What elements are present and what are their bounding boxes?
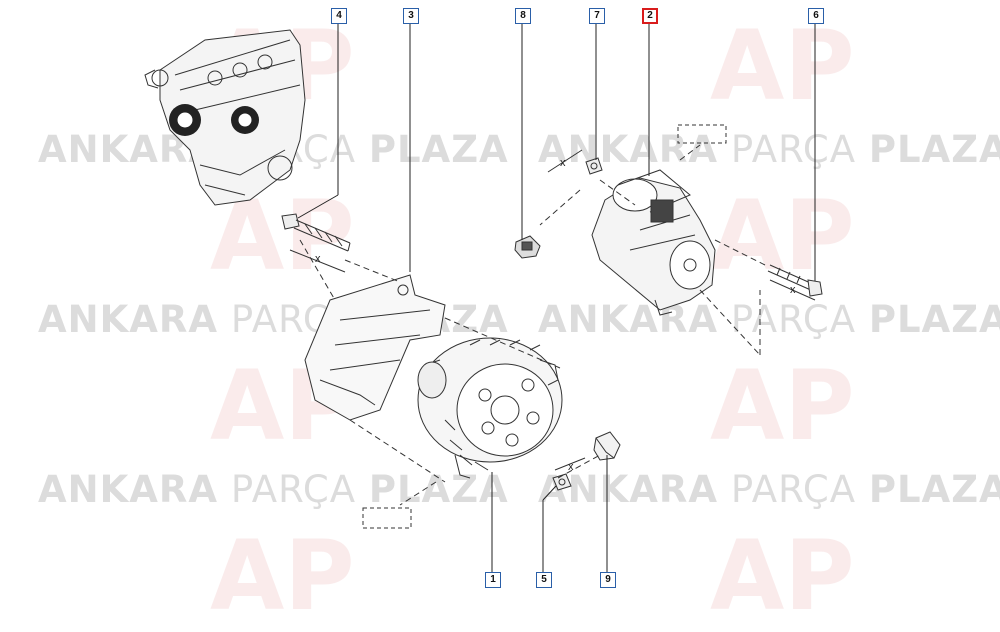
diagram-drawing: x x x x bbox=[144, 23, 823, 572]
alternator-part-1 bbox=[417, 337, 563, 479]
watermark-text: ANKARA PARÇA PLAZA bbox=[538, 468, 1000, 511]
callout-8[interactable]: 8 bbox=[515, 8, 531, 24]
heat-shield-part-3 bbox=[304, 274, 446, 421]
reference-box bbox=[362, 507, 412, 529]
bolt-part-4 bbox=[281, 213, 351, 252]
callout-9[interactable]: 9 bbox=[600, 572, 616, 588]
clip-part-8 bbox=[514, 235, 541, 259]
dimension-mark: x bbox=[315, 253, 321, 265]
nut-part-5 bbox=[552, 473, 572, 491]
engine-illustration bbox=[144, 29, 306, 206]
watermark-logo: AP bbox=[710, 180, 855, 292]
watermark-text: ANKARA PARÇA PLAZA bbox=[538, 298, 1000, 341]
starter-motor-part-2 bbox=[591, 169, 716, 316]
dimension-mark: x bbox=[560, 157, 566, 169]
cap-part-9 bbox=[593, 431, 621, 461]
assembly-lines bbox=[299, 144, 766, 506]
bolt-part-6 bbox=[767, 264, 823, 297]
callout-4[interactable]: 4 bbox=[331, 8, 347, 24]
callout-1[interactable]: 1 bbox=[485, 572, 501, 588]
callout-6[interactable]: 6 bbox=[808, 8, 824, 24]
callout-3[interactable]: 3 bbox=[403, 8, 419, 24]
nut-part-7 bbox=[585, 157, 603, 175]
reference-box bbox=[677, 124, 727, 144]
exploded-parts-diagram: ANKARA PARÇA PLAZA ANKARA PARÇA PLAZA AN… bbox=[38, 8, 1000, 632]
watermark-text: ANKARA PARÇA PLAZA bbox=[38, 468, 509, 511]
callout-2-selected[interactable]: 2 bbox=[642, 8, 658, 24]
watermark-logo: AP bbox=[710, 350, 855, 462]
dimension-arrows bbox=[289, 149, 816, 471]
callout-7[interactable]: 7 bbox=[589, 8, 605, 24]
dimension-mark: x bbox=[568, 461, 574, 473]
watermark-text: ANKARA PARÇA PLAZA bbox=[538, 128, 1000, 171]
dimension-mark: x bbox=[790, 284, 796, 296]
leader-lines bbox=[297, 23, 816, 572]
watermark-logo: AP bbox=[710, 10, 855, 122]
callout-5[interactable]: 5 bbox=[536, 572, 552, 588]
